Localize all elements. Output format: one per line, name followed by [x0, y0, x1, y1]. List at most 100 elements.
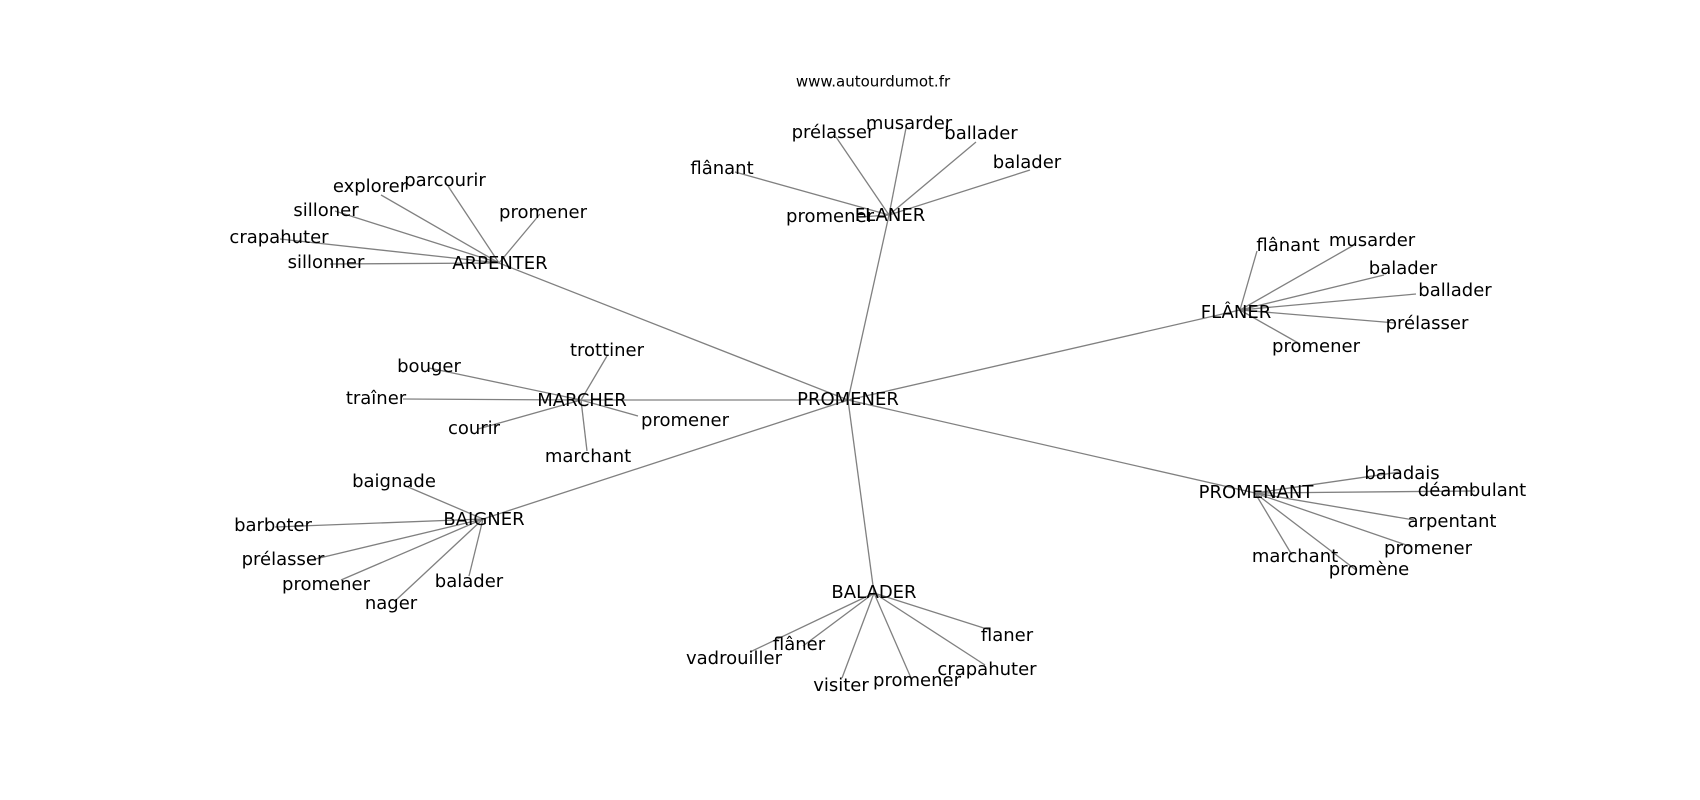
word-node-label: silloner	[293, 200, 359, 221]
word-node-label: crapahuter	[229, 227, 329, 248]
edge-hub-to-word	[329, 262, 500, 265]
word-node-label: flaner	[981, 625, 1034, 646]
word-node-label: sillonner	[288, 252, 365, 273]
edge-hub-to-word	[1254, 492, 1357, 571]
edge-hub-to-word	[841, 592, 875, 679]
word-node-label: trottiner	[570, 340, 645, 361]
edge-hub-to-word	[306, 518, 484, 562]
edge-hub-to-word	[1239, 244, 1355, 311]
edge-hub-to-word	[749, 592, 875, 653]
edge-hub-to-word	[1254, 471, 1401, 494]
edge-hub-to-word	[580, 399, 639, 417]
word-node-label: baignade	[352, 471, 436, 492]
edge-hub-to-word	[1254, 490, 1476, 494]
word-node-label: promène	[1329, 559, 1410, 580]
hub-node-label: ARPENTER	[452, 253, 547, 274]
hub-node-label: BAIGNER	[443, 509, 524, 530]
word-node-label: balader	[435, 571, 504, 592]
edge-hub-to-word	[447, 185, 500, 264]
edge-center-to-hub	[847, 399, 1256, 494]
word-node-label: promener	[499, 202, 588, 223]
word-node-label: crapahuter	[937, 659, 1037, 680]
word-node-label: explorer	[333, 176, 408, 197]
edge-hub-to-word	[835, 136, 890, 216]
word-node-label: flânant	[1256, 235, 1319, 256]
word-node-label: promener	[1272, 336, 1361, 357]
center-node-label: PROMENER	[797, 389, 899, 410]
edge-hub-to-word	[873, 592, 986, 666]
edge-hub-to-word	[279, 238, 500, 264]
hub-node-label: FLANER	[855, 205, 925, 226]
hub-node-label: FLÂNER	[1201, 301, 1271, 323]
word-node-label: barboter	[234, 515, 312, 536]
word-node-label: musarder	[866, 113, 953, 134]
word-node-label: balader	[993, 152, 1062, 173]
word-node-label: prélasser	[242, 549, 325, 570]
edge-center-to-hub	[498, 262, 849, 401]
word-node-label: promener	[786, 206, 875, 227]
edge-hub-to-word	[340, 518, 484, 581]
edge-center-to-hub	[482, 399, 849, 520]
word-node-label: baladais	[1364, 463, 1439, 484]
word-node-label: courir	[448, 418, 501, 439]
hub-node-label: BALADER	[831, 582, 916, 603]
edge-hub-to-word	[1239, 309, 1397, 324]
word-node-label: parcourir	[404, 170, 486, 191]
word-node-label: promener	[641, 410, 730, 431]
word-node-label: ballader	[944, 123, 1018, 144]
edge-hub-to-word	[274, 518, 484, 528]
edge-hub-to-word	[1239, 250, 1258, 311]
word-node-label: visiter	[813, 675, 869, 696]
edge-hub-to-word	[1254, 492, 1293, 556]
word-node-label: marchant	[545, 446, 631, 467]
edge-hub-to-word	[1239, 293, 1417, 311]
word-node-label: bouger	[397, 356, 461, 377]
edge-hub-to-word	[580, 355, 608, 401]
word-node-label: musarder	[1329, 230, 1416, 251]
edge-center-to-hub	[847, 214, 890, 401]
edge-hub-to-word	[1239, 309, 1301, 345]
edge-hub-to-word	[1254, 492, 1415, 521]
edge-hub-to-word	[873, 592, 912, 679]
edge-hub-to-word	[802, 592, 875, 647]
word-node-label: balader	[1369, 258, 1438, 279]
edge-hub-to-word	[334, 210, 500, 264]
word-node-label: promener	[873, 670, 962, 691]
edge-hub-to-word	[498, 213, 541, 264]
edge-hub-to-word	[580, 399, 588, 452]
edge-hub-to-word	[888, 169, 1031, 216]
word-node-label: ballader	[1418, 280, 1492, 301]
word-node-label: flâner	[773, 634, 826, 655]
word-node-label: vadrouiller	[686, 648, 783, 669]
edge-center-to-hub	[847, 309, 1241, 401]
word-node-label: marchant	[1252, 546, 1338, 567]
edge-center-to-hub	[847, 399, 875, 594]
word-node-label: flânant	[690, 158, 753, 179]
hub-node-label: PROMENANT	[1199, 482, 1315, 503]
word-node-label: prélasser	[792, 122, 875, 143]
word-node-label: arpentant	[1408, 511, 1497, 532]
edge-hub-to-word	[407, 486, 484, 520]
edge-hub-to-word	[428, 367, 582, 401]
word-node-label: prélasser	[1386, 313, 1469, 334]
edge-hub-to-word	[859, 214, 890, 218]
edge-hub-to-word	[394, 518, 484, 602]
edge-hub-to-word	[380, 194, 500, 264]
word-node-label: promener	[1384, 538, 1473, 559]
edge-hub-to-word	[468, 518, 484, 577]
hub-node-label: MARCHER	[537, 390, 626, 411]
edge-hub-to-word	[888, 141, 977, 216]
edge-hub-to-word	[477, 399, 582, 430]
edge-hub-to-word	[402, 398, 582, 401]
word-node-label: déambulant	[1418, 480, 1526, 501]
edge-hub-to-word	[873, 592, 991, 631]
word-node-label: nager	[365, 593, 418, 614]
edge-hub-to-word	[1239, 274, 1385, 311]
graph-edges	[274, 127, 1476, 679]
word-node-label: traîner	[346, 388, 407, 409]
word-node-label: promener	[282, 574, 371, 595]
source-label: www.autourdumot.fr	[796, 73, 951, 91]
edge-hub-to-word	[888, 127, 907, 216]
